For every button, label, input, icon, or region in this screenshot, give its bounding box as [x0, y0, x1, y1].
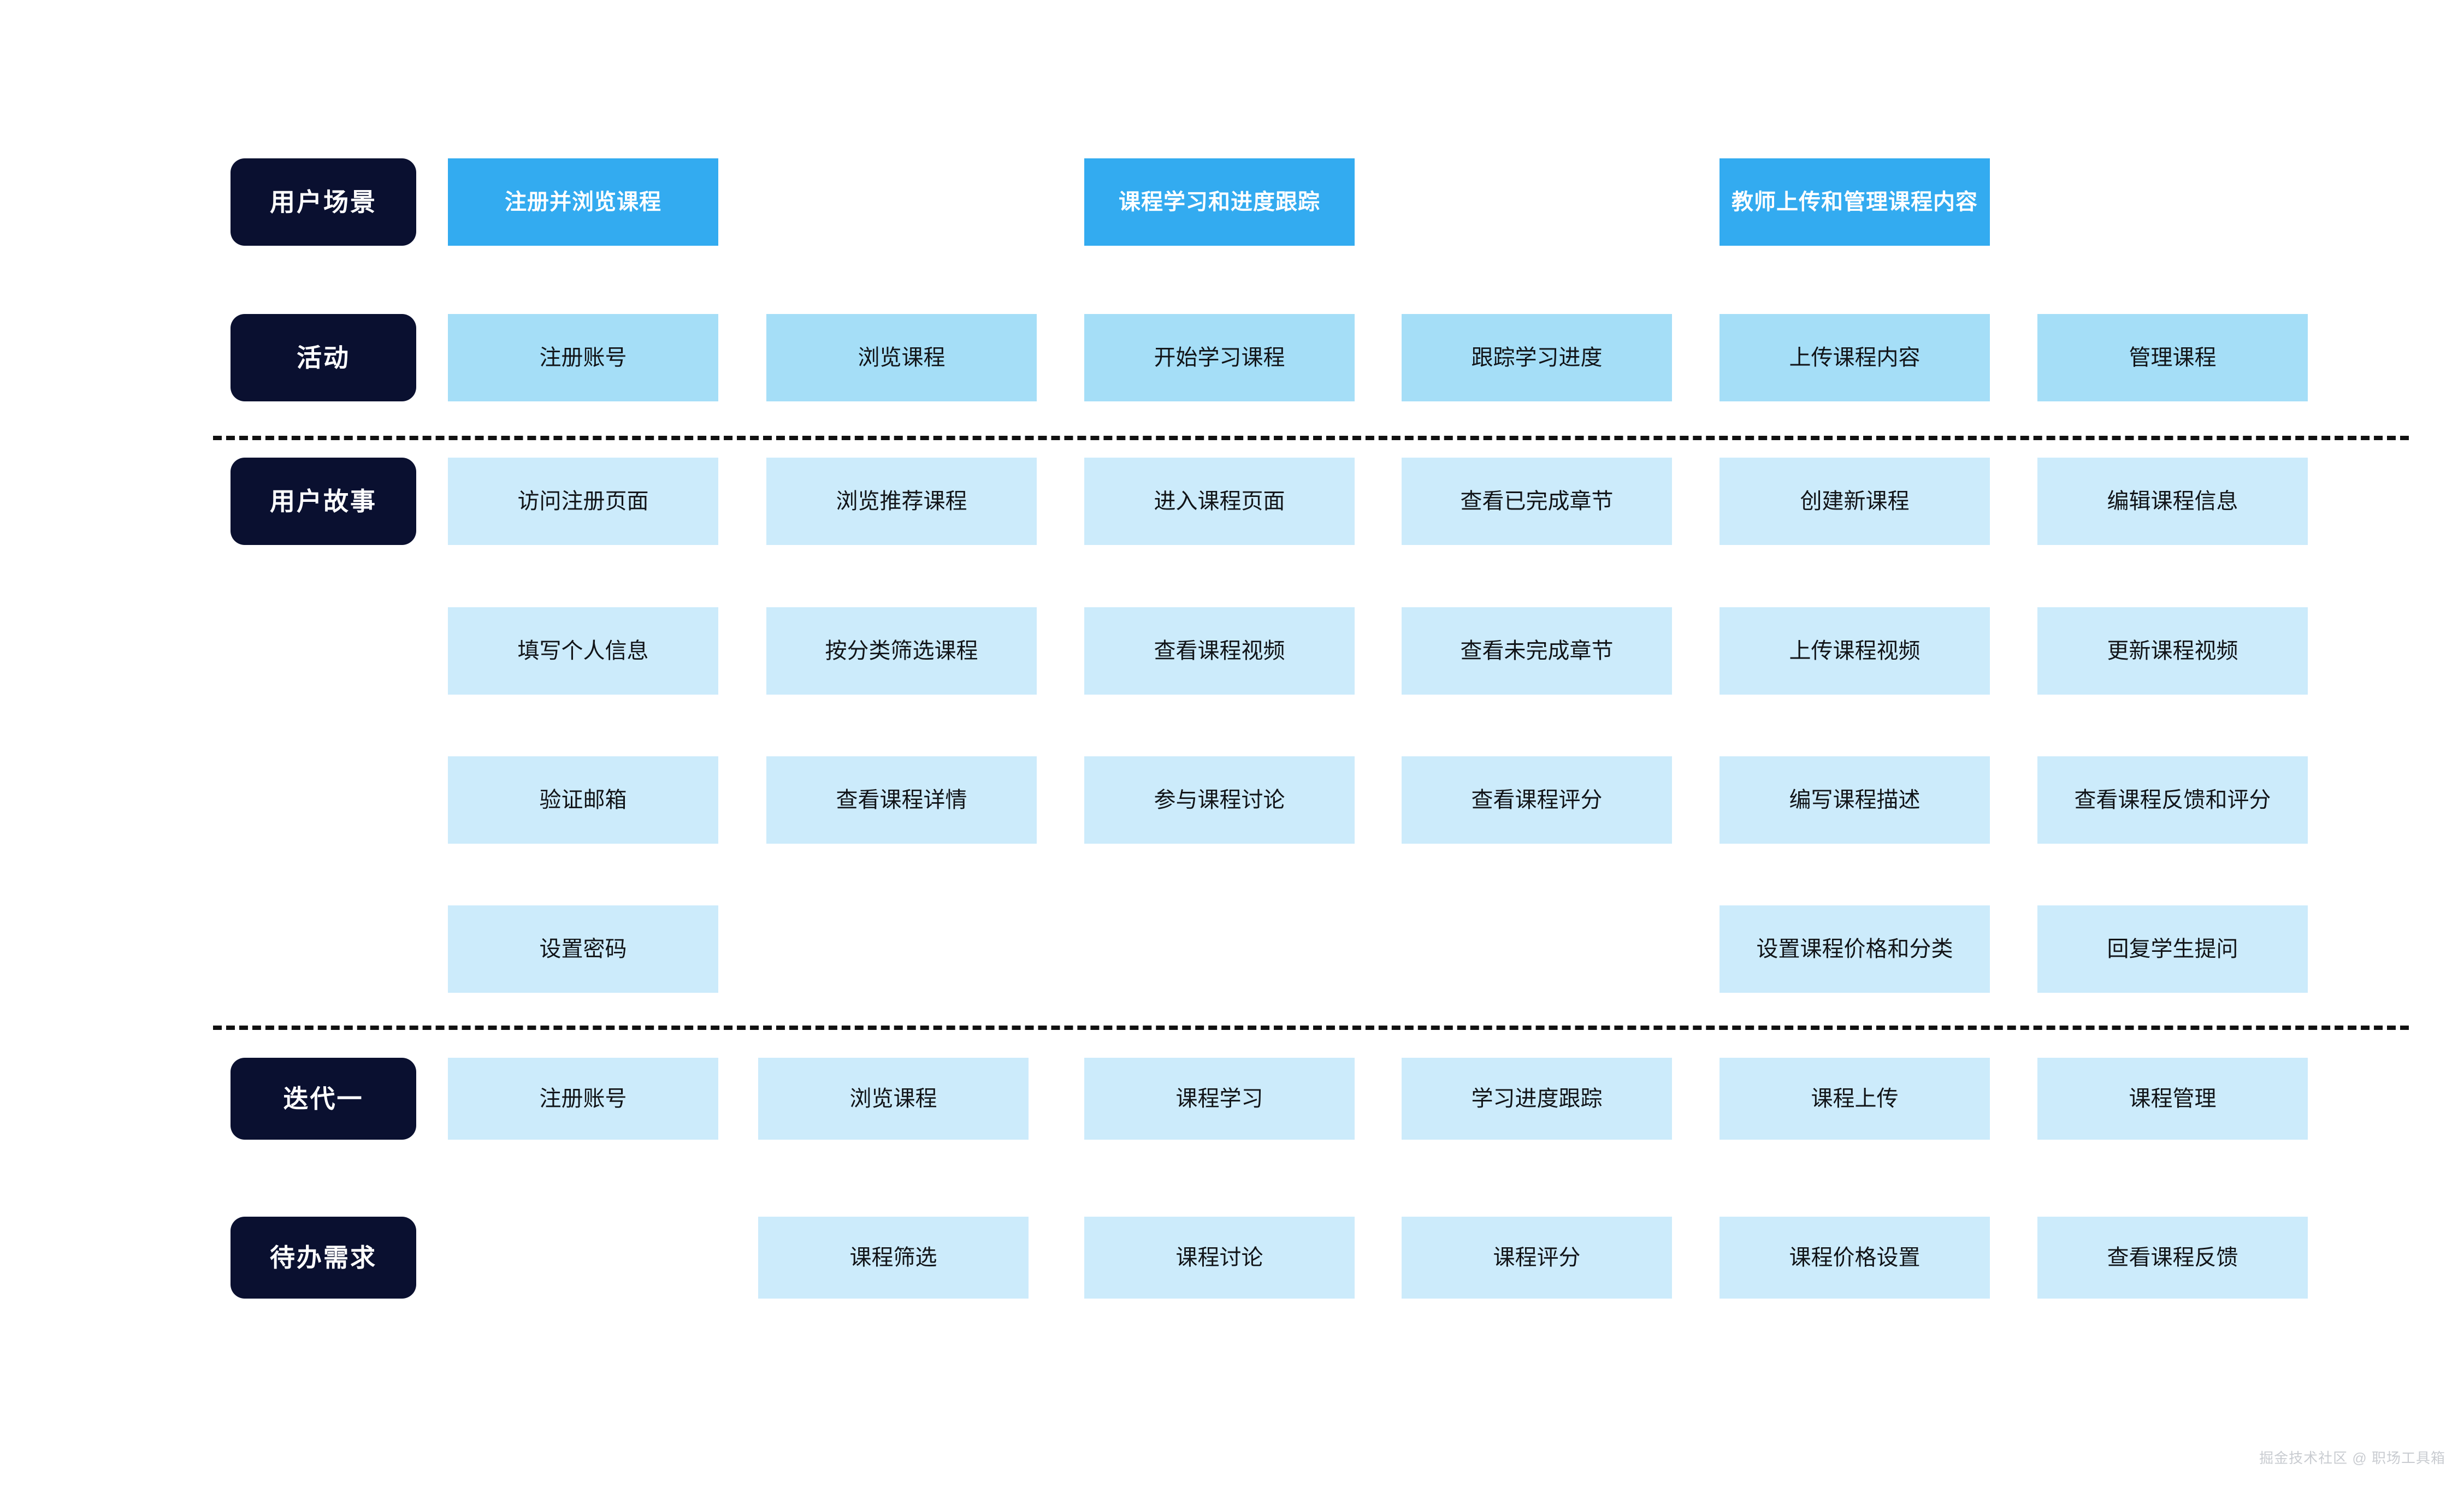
divider-above-iteration [213, 1026, 2409, 1030]
iteration-card-2[interactable]: 浏览课程 [758, 1058, 1029, 1140]
story-card-r1c2[interactable]: 浏览推荐课程 [766, 458, 1037, 545]
activity-card-5[interactable]: 上传课程内容 [1720, 314, 1990, 401]
activity-card-2[interactable]: 浏览课程 [766, 314, 1037, 401]
story-card-r3c1[interactable]: 验证邮箱 [448, 756, 718, 844]
scenario-card-3[interactable]: 教师上传和管理课程内容 [1720, 158, 1990, 246]
row-label-user-stories[interactable]: 用户故事 [231, 458, 416, 545]
backlog-card-6[interactable]: 查看课程反馈 [2037, 1217, 2308, 1299]
iteration-card-6[interactable]: 课程管理 [2037, 1058, 2308, 1140]
story-card-r2c5[interactable]: 上传课程视频 [1720, 607, 1990, 695]
activity-card-1[interactable]: 注册账号 [448, 314, 718, 401]
story-card-r4c5[interactable]: 设置课程价格和分类 [1720, 905, 1990, 993]
story-card-r1c5[interactable]: 创建新课程 [1720, 458, 1990, 545]
story-card-r2c3[interactable]: 查看课程视频 [1084, 607, 1355, 695]
backlog-card-3[interactable]: 课程讨论 [1084, 1217, 1355, 1299]
story-card-r3c3[interactable]: 参与课程讨论 [1084, 756, 1355, 844]
story-card-r2c1[interactable]: 填写个人信息 [448, 607, 718, 695]
iteration-card-5[interactable]: 课程上传 [1720, 1058, 1990, 1140]
activity-card-4[interactable]: 跟踪学习进度 [1402, 314, 1672, 401]
scenario-card-1[interactable]: 注册并浏览课程 [448, 158, 718, 246]
row-label-activity[interactable]: 活动 [231, 314, 416, 401]
story-card-r4c1[interactable]: 设置密码 [448, 905, 718, 993]
row-label-iteration[interactable]: 迭代一 [231, 1058, 416, 1140]
story-card-r2c2[interactable]: 按分类筛选课程 [766, 607, 1037, 695]
iteration-card-3[interactable]: 课程学习 [1084, 1058, 1355, 1140]
story-card-r3c4[interactable]: 查看课程评分 [1402, 756, 1672, 844]
story-card-r1c6[interactable]: 编辑课程信息 [2037, 458, 2308, 545]
story-card-r1c4[interactable]: 查看已完成章节 [1402, 458, 1672, 545]
backlog-card-2[interactable]: 课程筛选 [758, 1217, 1029, 1299]
backlog-card-4[interactable]: 课程评分 [1402, 1217, 1672, 1299]
iteration-card-1[interactable]: 注册账号 [448, 1058, 718, 1140]
story-card-r2c6[interactable]: 更新课程视频 [2037, 607, 2308, 695]
backlog-card-5[interactable]: 课程价格设置 [1720, 1217, 1990, 1299]
activity-card-3[interactable]: 开始学习课程 [1084, 314, 1355, 401]
scenario-card-2[interactable]: 课程学习和进度跟踪 [1084, 158, 1355, 246]
story-card-r3c5[interactable]: 编写课程描述 [1720, 756, 1990, 844]
story-card-r1c1[interactable]: 访问注册页面 [448, 458, 718, 545]
story-card-r2c4[interactable]: 查看未完成章节 [1402, 607, 1672, 695]
divider-above-stories [213, 436, 2409, 440]
story-card-r3c6[interactable]: 查看课程反馈和评分 [2037, 756, 2308, 844]
story-card-r3c2[interactable]: 查看课程详情 [766, 756, 1037, 844]
story-card-r1c3[interactable]: 进入课程页面 [1084, 458, 1355, 545]
watermark: 掘金技术社区 @ 职场工具箱 [2259, 1450, 2445, 1466]
story-card-r4c6[interactable]: 回复学生提问 [2037, 905, 2308, 993]
row-label-backlog[interactable]: 待办需求 [231, 1217, 416, 1299]
iteration-card-4[interactable]: 学习进度跟踪 [1402, 1058, 1672, 1140]
row-label-scenario[interactable]: 用户场景 [231, 158, 416, 246]
activity-card-6[interactable]: 管理课程 [2037, 314, 2308, 401]
